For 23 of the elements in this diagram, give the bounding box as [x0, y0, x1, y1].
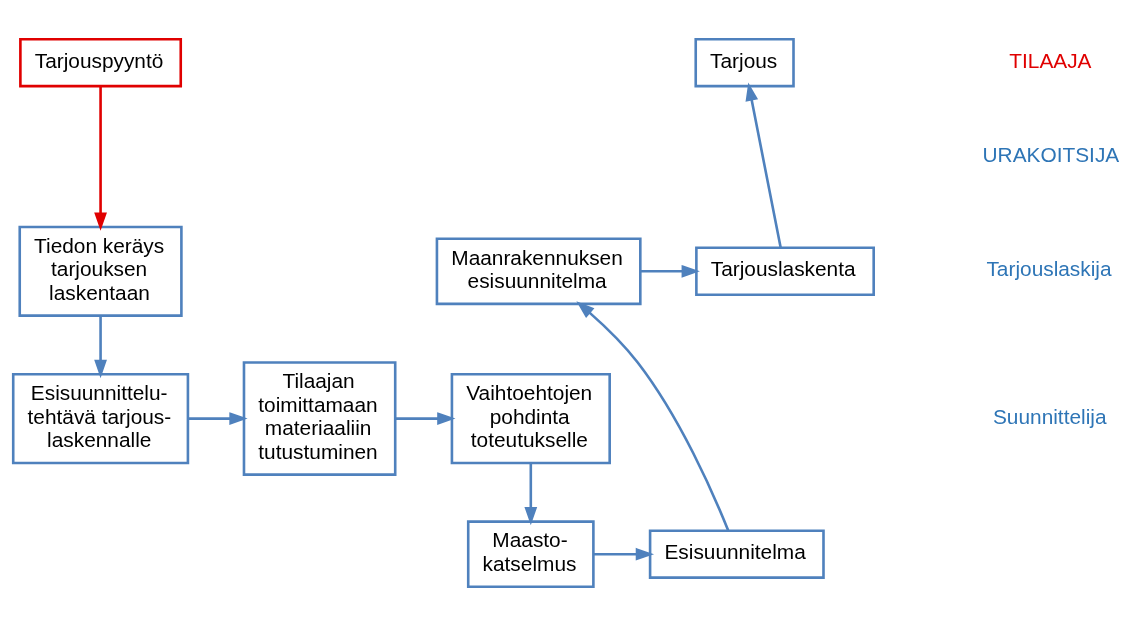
node-box: Esisuunnittelu- tehtävä tarjous- laskennalle [11, 372, 190, 465]
node-box: Tiedon keräys tarjouksen laskentaan [18, 225, 183, 317]
label: Tarjouslaskija [986, 257, 1112, 281]
node-box: Maanrakennuksen esisuunnitelma [435, 237, 642, 306]
arrow [524, 463, 538, 526]
arrow [576, 301, 730, 531]
arrow [745, 82, 782, 248]
arrow [640, 264, 700, 278]
node-box: Maasto- katselmus [466, 520, 595, 589]
node-box: Tarjouspyyntö [19, 37, 183, 88]
arrow [94, 86, 107, 231]
node-box: Tarjous [694, 37, 795, 88]
label: Suunnittelija [992, 404, 1107, 428]
node-box: Tilaajan toimittamaan materiaaliin tutustuminen [242, 361, 397, 476]
node-box: Esisuunnitelma [648, 529, 825, 579]
arrow [395, 412, 456, 425]
label: TILAAJA [1009, 48, 1092, 72]
arrow [593, 547, 655, 561]
arrow [94, 315, 107, 379]
label: URAKOITSIJA [982, 142, 1120, 166]
arrow [188, 412, 248, 425]
node-box: Vaihtoehtojen pohdinta toteutukselle [450, 372, 611, 465]
node-box: Tarjouslaskenta [695, 246, 875, 297]
